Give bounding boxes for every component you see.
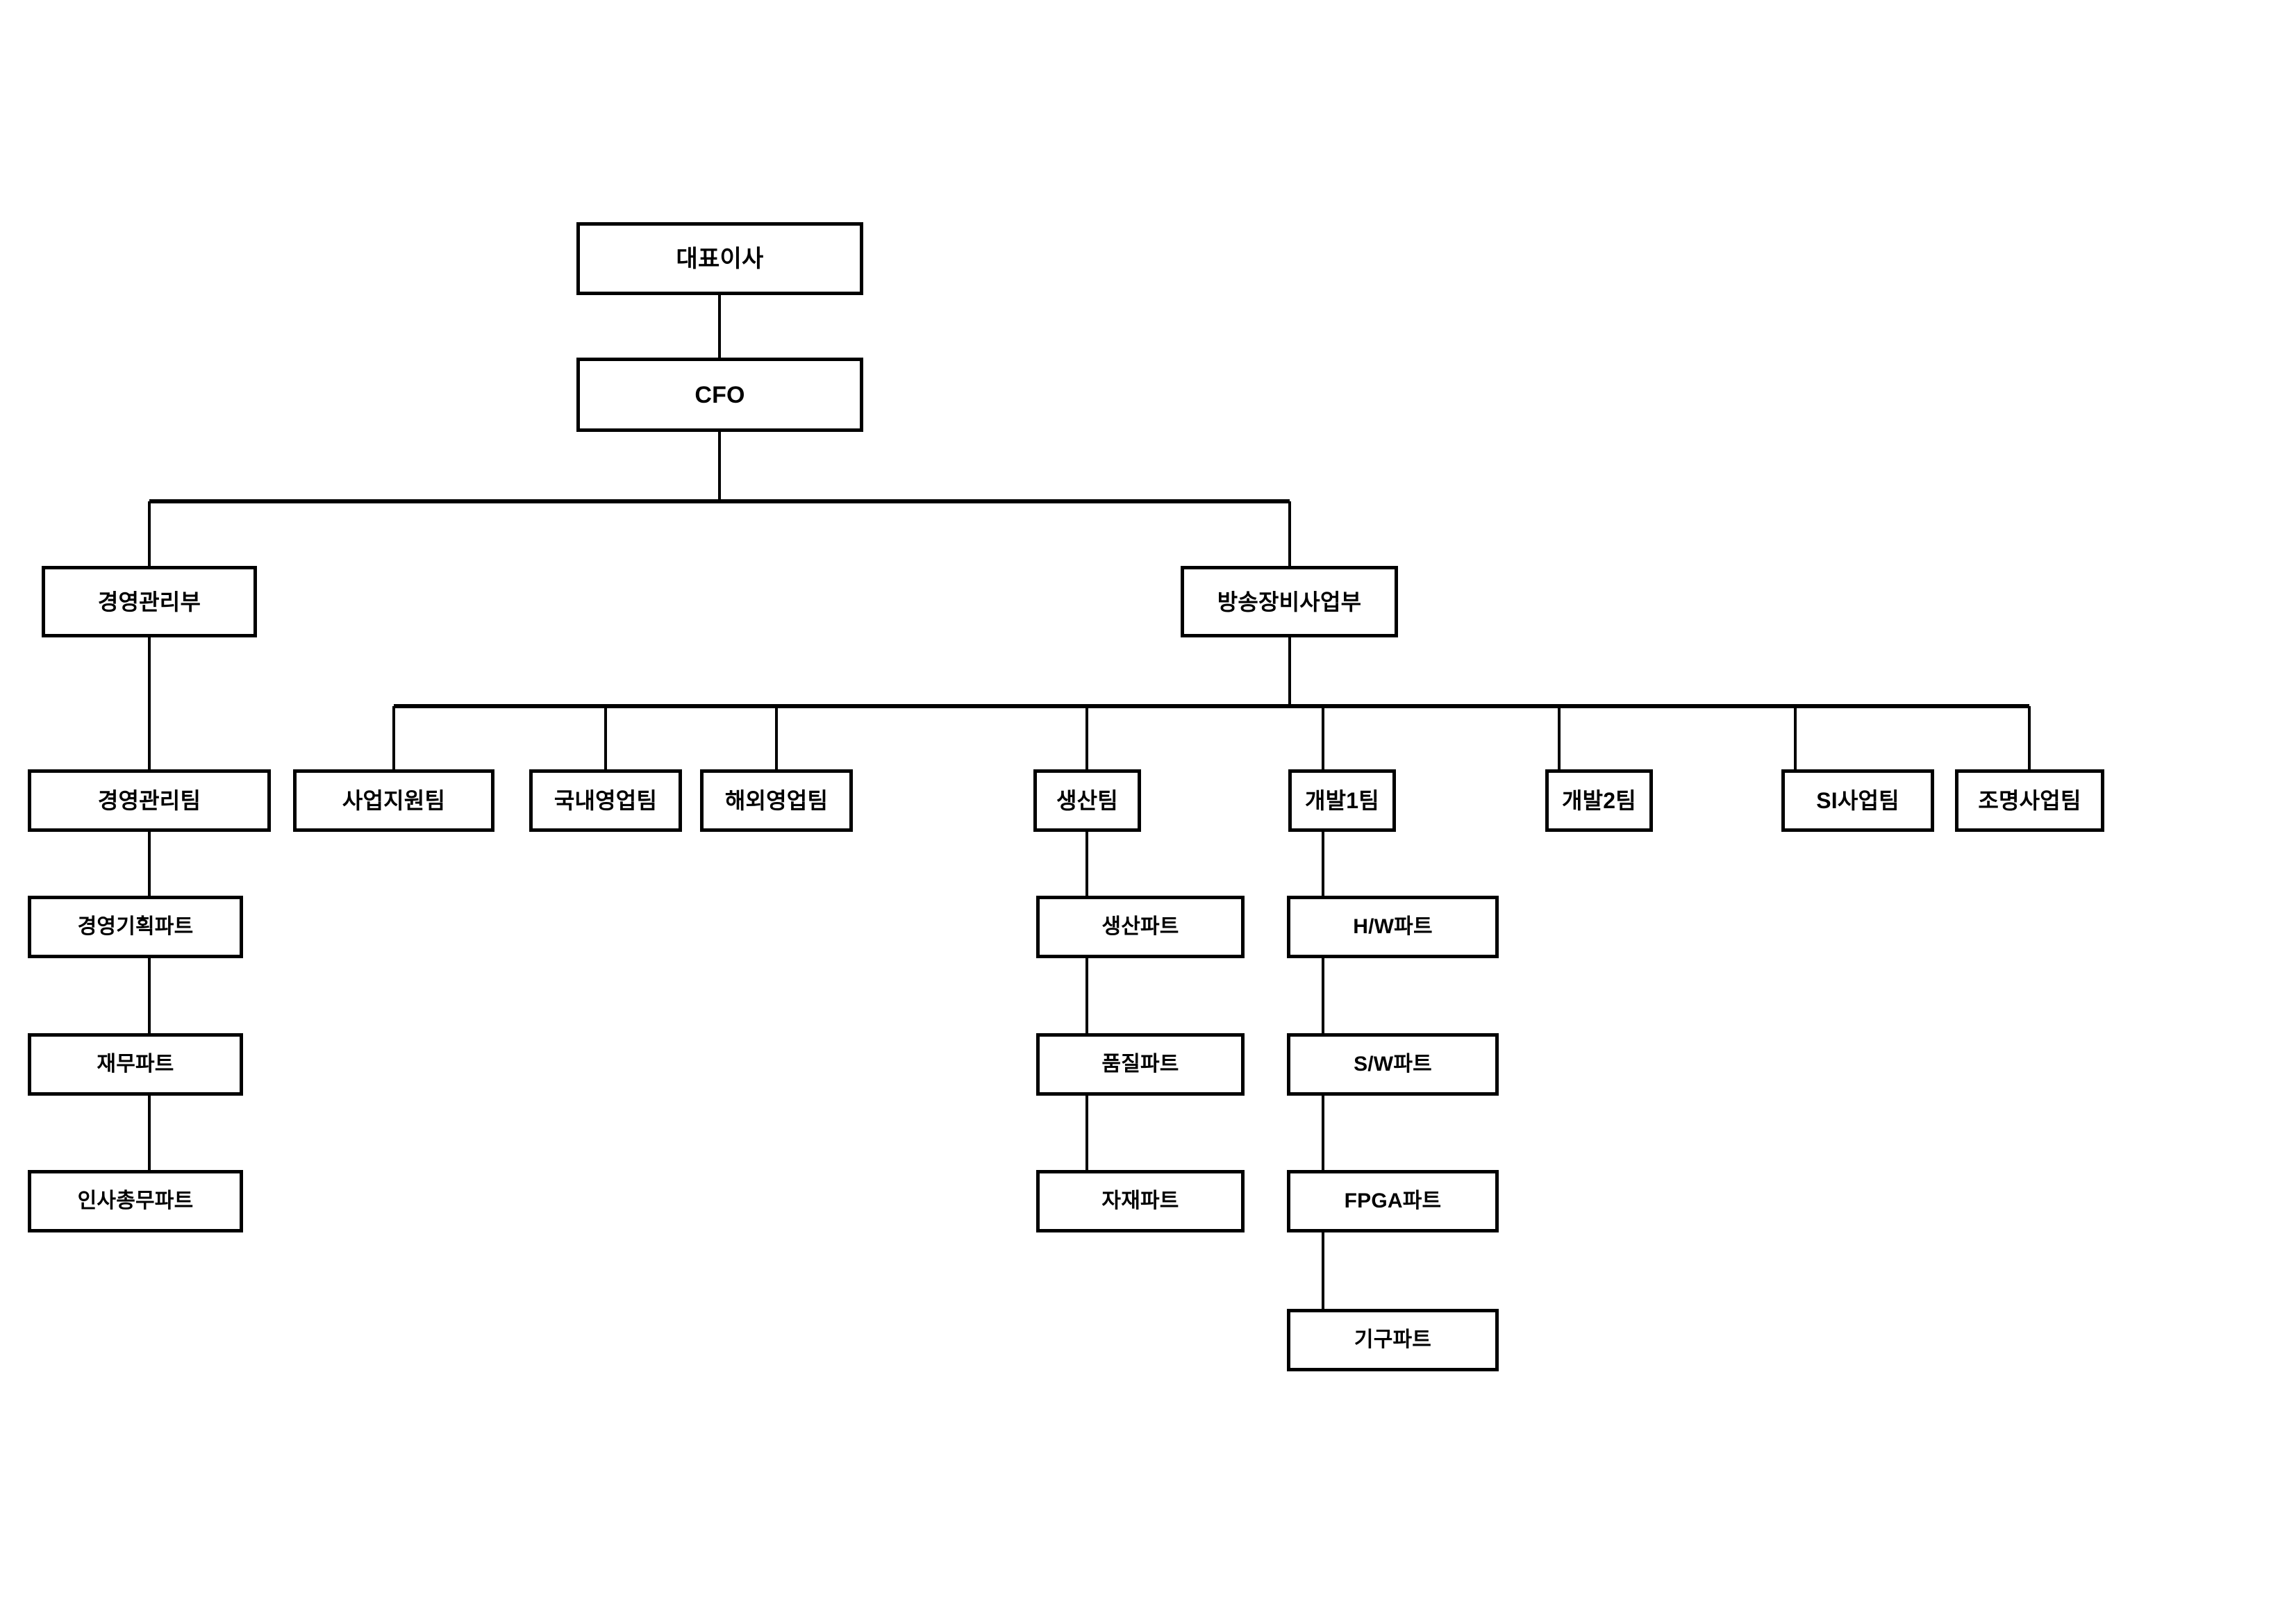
node-team-overseas-sales[interactable]: 해외영업팀 xyxy=(700,769,853,832)
node-ceo-label: 대표이사 xyxy=(676,245,764,272)
node-division-management[interactable]: 경영관리부 xyxy=(42,566,257,637)
node-part-materials[interactable]: 자재파트 xyxy=(1036,1170,1245,1232)
node-team-overseas-sales-label: 해외영업팀 xyxy=(724,788,829,813)
node-ceo[interactable]: 대표이사 xyxy=(576,222,863,295)
node-part-hr-general[interactable]: 인사총무파트 xyxy=(28,1170,243,1232)
node-part-finance-label: 재무파트 xyxy=(97,1053,174,1076)
node-part-quality[interactable]: 품질파트 xyxy=(1036,1033,1245,1096)
node-team-production-label: 생산팀 xyxy=(1056,788,1118,813)
node-part-mechanism[interactable]: 기구파트 xyxy=(1287,1309,1499,1371)
node-cfo-label: CFO xyxy=(694,381,745,408)
node-team-domestic-sales-label: 국내영업팀 xyxy=(554,788,658,813)
node-team-dev2-label: 개발2팀 xyxy=(1562,788,1636,813)
node-part-hw-label: H/W파트 xyxy=(1353,915,1433,938)
node-part-fpga-label: FPGA파트 xyxy=(1344,1189,1442,1212)
node-team-dev1[interactable]: 개발1팀 xyxy=(1288,769,1396,832)
node-team-management[interactable]: 경영관리팀 xyxy=(28,769,271,832)
node-part-management-planning[interactable]: 경영기획파트 xyxy=(28,896,243,958)
node-part-mechanism-label: 기구파트 xyxy=(1354,1328,1432,1351)
node-team-bizsupport-label: 사업지원팀 xyxy=(342,788,446,813)
node-part-sw[interactable]: S/W파트 xyxy=(1287,1033,1499,1096)
node-team-production[interactable]: 생산팀 xyxy=(1033,769,1141,832)
node-part-fpga[interactable]: FPGA파트 xyxy=(1287,1170,1499,1232)
node-team-domestic-sales[interactable]: 국내영업팀 xyxy=(529,769,682,832)
node-team-dev2[interactable]: 개발2팀 xyxy=(1545,769,1653,832)
node-part-sw-label: S/W파트 xyxy=(1354,1053,1432,1076)
node-part-hw[interactable]: H/W파트 xyxy=(1287,896,1499,958)
node-part-management-planning-label: 경영기획파트 xyxy=(77,915,194,938)
node-division-broadcast-label: 방송장비사업부 xyxy=(1217,589,1362,614)
node-division-management-label: 경영관리부 xyxy=(97,589,201,614)
node-part-quality-label: 품질파트 xyxy=(1101,1053,1179,1076)
node-team-si-label: SI사업팀 xyxy=(1816,788,1899,813)
node-team-bizsupport[interactable]: 사업지원팀 xyxy=(293,769,494,832)
node-cfo[interactable]: CFO xyxy=(576,358,863,432)
node-team-lighting-label: 조명사업팀 xyxy=(1978,788,2081,813)
node-team-dev1-label: 개발1팀 xyxy=(1305,788,1379,813)
node-division-broadcast[interactable]: 방송장비사업부 xyxy=(1181,566,1398,637)
node-team-si[interactable]: SI사업팀 xyxy=(1781,769,1934,832)
node-part-materials-label: 자재파트 xyxy=(1101,1189,1179,1212)
node-part-production-label: 생산파트 xyxy=(1101,915,1179,938)
node-part-finance[interactable]: 재무파트 xyxy=(28,1033,243,1096)
node-team-management-label: 경영관리팀 xyxy=(97,788,201,813)
node-part-production[interactable]: 생산파트 xyxy=(1036,896,1245,958)
node-part-hr-general-label: 인사총무파트 xyxy=(77,1189,194,1212)
node-team-lighting[interactable]: 조명사업팀 xyxy=(1955,769,2104,832)
